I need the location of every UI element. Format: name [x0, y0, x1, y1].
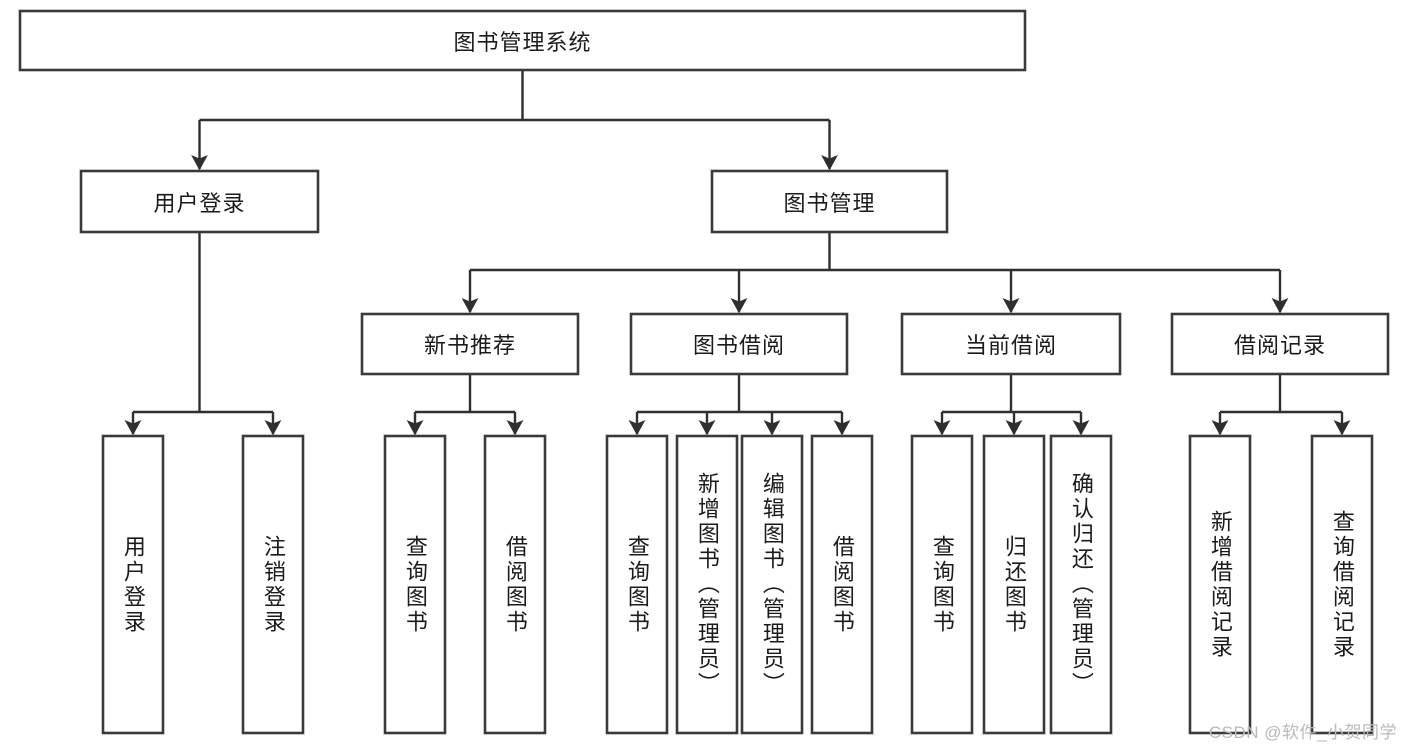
node-box-layer [18, 9, 1390, 735]
node-box-leaf-user-login[interactable] [101, 434, 165, 735]
node-box-book-borrow[interactable] [629, 312, 849, 376]
node-box-leaf-query-book-recommend[interactable] [383, 434, 447, 735]
connector-layer [124, 70, 1351, 436]
node-box-leaf-return-book[interactable] [982, 434, 1046, 735]
node-box-current-borrow[interactable] [900, 312, 1122, 376]
node-box-new-book-recommend[interactable] [360, 312, 580, 376]
node-box-user-login[interactable] [79, 169, 320, 234]
node-box-borrow-record[interactable] [1170, 312, 1390, 376]
node-box-leaf-borrow-book[interactable] [810, 434, 874, 735]
node-box-leaf-edit-book-admin[interactable] [740, 434, 804, 735]
node-box-root[interactable] [18, 9, 1027, 72]
node-box-leaf-query-book-current[interactable] [910, 434, 974, 735]
node-box-leaf-add-borrow-record[interactable] [1188, 434, 1252, 735]
node-box-leaf-confirm-return-admin[interactable] [1049, 434, 1113, 735]
node-box-leaf-query-book-borrow[interactable] [605, 434, 669, 735]
watermark-text: CSDN @软件_小贺同学 [1208, 723, 1397, 742]
node-box-leaf-borrow-book-recommend[interactable] [483, 434, 547, 735]
node-box-leaf-logout[interactable] [241, 434, 305, 735]
node-box-leaf-add-book-admin[interactable] [675, 434, 739, 735]
node-box-leaf-query-borrow-record[interactable] [1310, 434, 1374, 735]
node-box-book-management[interactable] [710, 169, 949, 234]
